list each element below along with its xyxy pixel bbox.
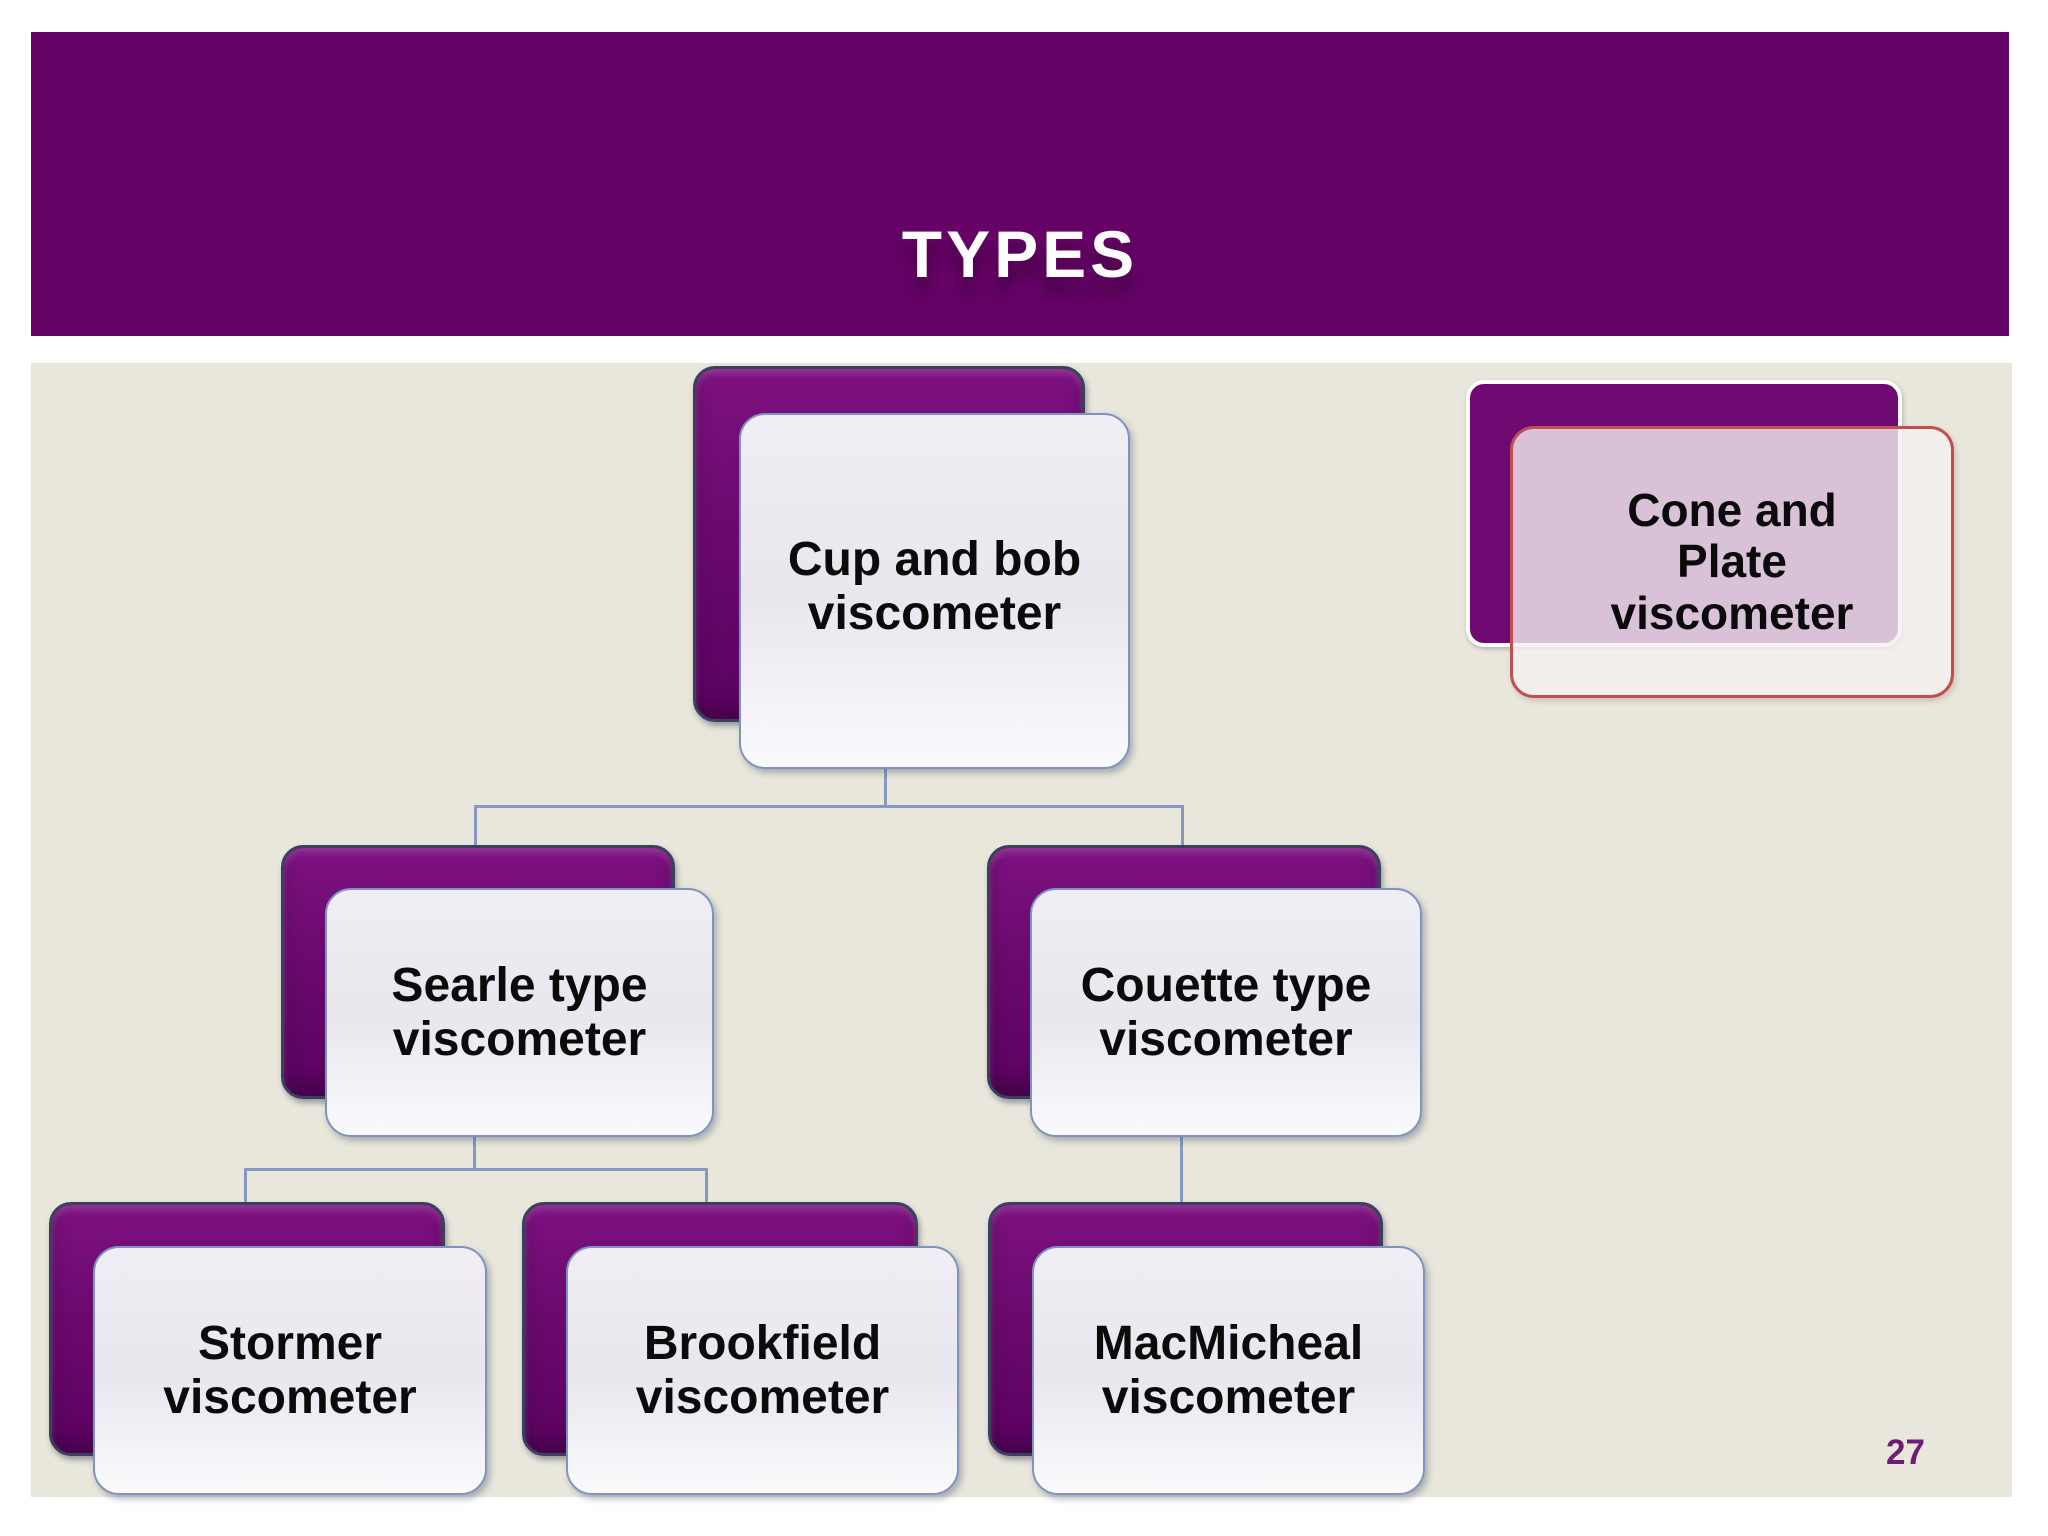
connector-drop-to-stormer xyxy=(244,1169,247,1205)
node-label-stormer: Stormer viscometer xyxy=(163,1316,417,1424)
connector-drop-to-brookfield xyxy=(705,1169,708,1205)
node-label-cone-and-plate: Cone and Plate viscometer xyxy=(1610,483,1854,639)
slide-title: TYPES xyxy=(901,217,1139,291)
connector-couette-to-macmicheal xyxy=(1180,1133,1183,1204)
node-label-macmicheal: MacMicheal viscometer xyxy=(1093,1316,1364,1424)
connector-drop-to-searle xyxy=(474,806,477,846)
node-label-brookfield: Brookfield viscometer xyxy=(635,1316,890,1424)
connector-cup-stem xyxy=(884,765,887,807)
node-label-searle: Searle type viscometer xyxy=(391,958,648,1066)
node-cone-and-plate-viscometer: Cone and Plate viscometer xyxy=(1510,426,1954,698)
node-cup-and-bob-viscometer: Cup and bob viscometer xyxy=(739,413,1130,769)
connector-searle-children-bar xyxy=(244,1168,708,1171)
node-macmicheal-viscometer: MacMicheal viscometer xyxy=(1032,1246,1425,1495)
node-brookfield-viscometer: Brookfield viscometer xyxy=(566,1246,959,1495)
connector-drop-to-couette xyxy=(1181,806,1184,846)
slide-header-band: TYPES xyxy=(31,32,2009,336)
node-couette-type-viscometer: Couette type viscometer xyxy=(1030,888,1422,1137)
page-number: 27 xyxy=(1886,1433,1925,1472)
node-label-couette: Couette type viscometer xyxy=(1080,958,1372,1066)
connector-cup-children-bar xyxy=(474,805,1184,808)
node-label-cup-and-bob: Cup and bob viscometer xyxy=(787,533,1082,640)
node-searle-type-viscometer: Searle type viscometer xyxy=(325,888,714,1137)
node-stormer-viscometer: Stormer viscometer xyxy=(93,1246,487,1495)
connector-searle-stem xyxy=(473,1133,476,1170)
